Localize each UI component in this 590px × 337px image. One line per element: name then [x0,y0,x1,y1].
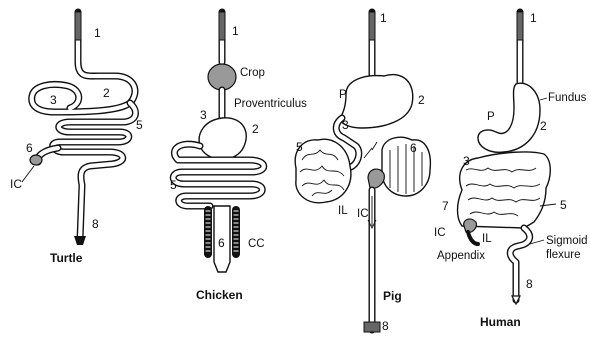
chicken-label-5: 5 [170,178,177,192]
turtle-label-8: 8 [92,217,99,231]
human-label-2: 2 [540,119,547,133]
human-label-1: 1 [530,11,537,25]
chicken-label-cc: CC [248,238,265,250]
turtle-ic-leader [22,166,34,182]
turtle-diagram: 1 2 3 5 6 IC 8 Turtle [10,12,143,265]
human-name: Human [480,315,521,329]
human-label-flexure: flexure [546,249,581,261]
pig-colon [382,137,430,196]
turtle-label-6: 6 [26,141,33,155]
pig-label-3: 3 [342,118,349,132]
human-label-8: 8 [526,277,533,291]
human-label-sigmoid: Sigmoid [546,235,588,247]
pig-diagram: 1 P 2 3 5 6 IC IL Pig 8 [295,11,430,333]
pig-cecum [368,169,384,188]
turtle-label-1: 1 [94,26,101,40]
chicken-label-2: 2 [252,122,259,136]
turtle-cloaca [74,236,86,245]
turtle-esophagus [32,12,135,112]
pig-label-8: 8 [382,319,389,333]
human-label-appendix: Appendix [437,250,485,262]
human-label-fundus: Fundus [548,92,587,104]
human-appendix [468,232,478,244]
turtle-intestine [38,103,136,240]
pig-esophagus [369,12,375,76]
chicken-label-1: 1 [232,24,239,38]
chicken-gizzard [199,118,246,160]
turtle-label-5: 5 [136,118,143,132]
human-sigmoid-colon [510,228,529,304]
human-label-7: 7 [442,199,449,213]
pig-label-1: 1 [380,11,387,25]
pig-label-il: IL [338,205,348,217]
chicken-crop [208,64,236,90]
turtle-label-2: 2 [103,86,110,100]
human-esophagus [517,12,523,84]
pig-name: Pig [383,289,402,303]
human-cecum [464,219,477,232]
chicken-esophagus [219,12,225,62]
turtle-label-ic: IC [10,177,22,191]
human-label-il: IL [482,233,492,245]
turtle-cecum [30,155,42,165]
turtle-name: Turtle [50,251,83,265]
pig-label-6: 6 [410,141,417,155]
pig-arrow-up [364,142,377,158]
pig-label-5: 5 [296,140,303,154]
human-large-intestine [458,152,551,228]
human-diagram: 1 Fundus 2 P 3 7 5 IC IL Appendix Sigmoi… [434,11,588,329]
chicken-label-3: 3 [200,108,207,122]
chicken-diagram: 1 Crop Proventriculus 3 2 5 6 CC Chicken [170,12,307,302]
human-label-p: P [487,111,495,123]
pig-label-2: 2 [418,93,425,107]
human-label-ic: IC [434,227,446,239]
chicken-label-proventriculus: Proventriculus [234,98,307,110]
human-label-3: 3 [463,154,470,168]
chicken-name: Chicken [196,288,243,302]
pig-small-intestine [295,139,351,203]
human-label-5: 5 [560,198,567,212]
chicken-label-6: 6 [218,236,225,250]
pig-stomach [340,75,413,128]
turtle-label-3: 3 [50,93,57,107]
pig-label-ic: IC [357,208,369,220]
chicken-label-crop: Crop [240,67,265,79]
pig-label-p: P [339,89,347,101]
human-fundus-leader [540,98,547,100]
